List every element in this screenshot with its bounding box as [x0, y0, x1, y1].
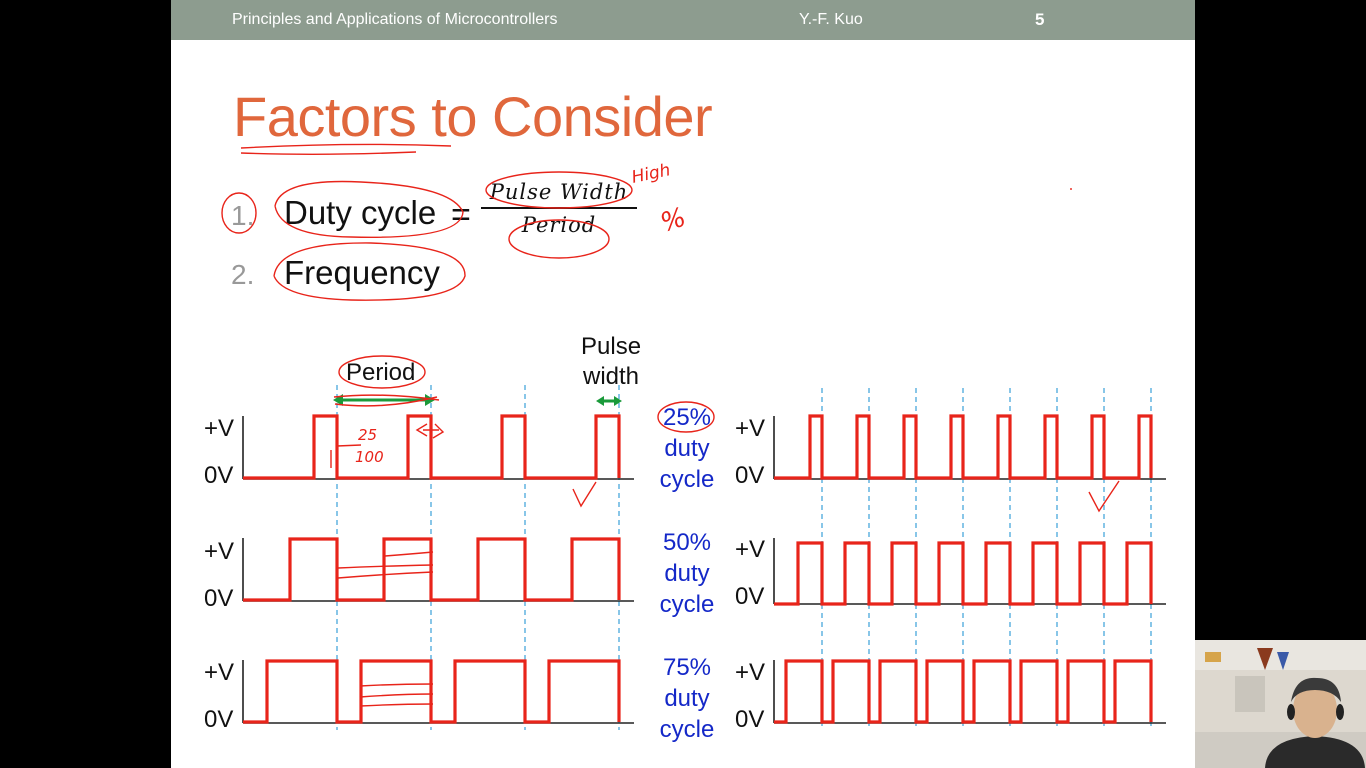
- period-arrow: [333, 394, 440, 407]
- handwritten-fraction-num: 25: [358, 426, 377, 444]
- caption-word: cycle: [659, 591, 715, 618]
- voltage-high-label: +V: [735, 659, 766, 686]
- formula-numerator: Pulse Width: [489, 180, 629, 204]
- pulse-width-arrow: [596, 396, 622, 406]
- wave-50-slow: [243, 537, 621, 602]
- axes-left: [242, 416, 634, 724]
- caption-percent: 50%: [662, 529, 712, 556]
- voltage-low-label: 0V: [204, 585, 234, 612]
- waveform-diagram: High % 25 100: [221, 143, 1166, 730]
- list-item-frequency: Frequency: [284, 254, 440, 291]
- voltage-high-label: +V: [735, 536, 766, 563]
- voltage-low-label: 0V: [735, 583, 765, 610]
- caption-percent: 25%: [662, 404, 712, 431]
- presenter-webcam: [1195, 640, 1366, 768]
- caption-percent: 75%: [662, 654, 712, 681]
- caption-word: duty: [664, 560, 710, 587]
- slide: Principles and Applications of Microcont…: [171, 0, 1195, 768]
- wave-25-fast: [774, 414, 1153, 480]
- formula-denominator: Period: [521, 213, 597, 237]
- author: Y.-F. Kuo: [799, 11, 863, 28]
- slide-header: Principles and Applications of Microcont…: [171, 0, 1195, 40]
- handwritten-high: High: [630, 160, 672, 188]
- voltage-high-label: +V: [204, 415, 235, 442]
- voltage-low-label: 0V: [735, 462, 765, 489]
- caption-word: duty: [664, 435, 710, 462]
- voltage-low-label: 0V: [735, 706, 765, 733]
- voltage-high-label: +V: [204, 538, 235, 565]
- voltage-high-label: +V: [204, 659, 235, 686]
- pulse-width-label: Pulse width: [581, 332, 641, 392]
- presenter-video-feed: [1195, 640, 1366, 768]
- voltage-high-label: +V: [735, 415, 766, 442]
- course-title: Principles and Applications of Microcont…: [232, 11, 558, 28]
- wave-75-slow: [243, 659, 621, 724]
- caption-25-duty-cycle: 25% duty cycle: [642, 402, 732, 495]
- list-number-1: 1.: [231, 200, 255, 231]
- caption-word: cycle: [659, 466, 715, 493]
- slide-title: Factors to Consider: [233, 85, 713, 148]
- voltage-low-label: 0V: [204, 462, 234, 489]
- pulse-width-line1: Pulse: [581, 333, 642, 360]
- handwritten-annotations: [221, 143, 1120, 707]
- caption-75-duty-cycle: 75% duty cycle: [642, 652, 732, 745]
- voltage-low-label: 0V: [204, 706, 234, 733]
- list-number-2: 2.: [231, 259, 255, 290]
- handwritten-percent: %: [657, 202, 690, 238]
- wave-25-slow: [243, 414, 621, 480]
- list-item-duty-cycle: Duty cycle: [284, 194, 437, 231]
- page-number: 5: [1035, 10, 1045, 29]
- pulse-width-line2: width: [583, 363, 640, 390]
- caption-50-duty-cycle: 50% duty cycle: [642, 527, 732, 620]
- wave-50-fast: [774, 541, 1153, 606]
- handwritten-fraction-den: 100: [355, 448, 384, 466]
- duty-cycle-formula: Pulse Width Period: [481, 180, 637, 237]
- period-label: Period: [346, 359, 416, 386]
- wave-75-fast: [774, 659, 1153, 724]
- equals-sign: =: [451, 196, 471, 234]
- caption-word: duty: [664, 685, 710, 712]
- caption-word: cycle: [659, 716, 715, 743]
